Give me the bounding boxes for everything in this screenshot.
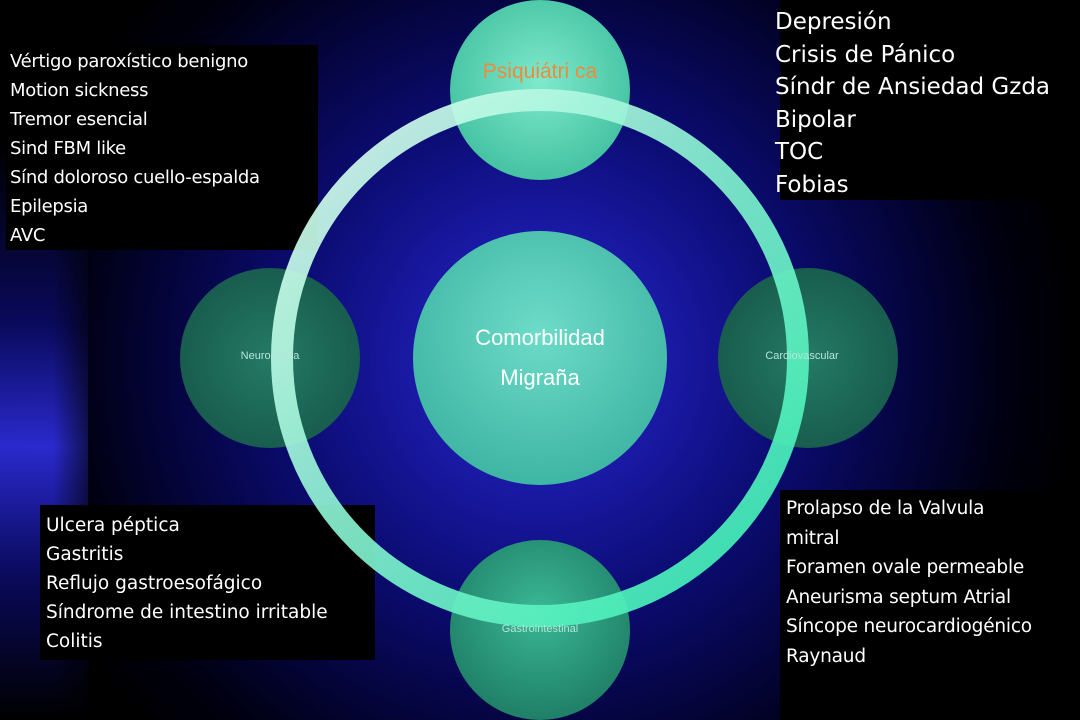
list-item: Bipolar — [775, 106, 856, 133]
list-item: TOC — [775, 139, 824, 165]
center-label-line2: Migraña — [500, 365, 580, 390]
psychiatric-text-box — [780, 0, 1080, 200]
list-item: Reflujo gastroesofágico — [46, 573, 263, 594]
node-label-gastrointestinal: Gastrointestinal — [501, 623, 579, 635]
node-gastrointestinal — [450, 540, 630, 720]
node-neurological — [180, 268, 360, 448]
list-item: Ulcera péptica — [46, 515, 180, 536]
list-item: Motion sickness — [10, 80, 149, 101]
list-item: Raynaud — [786, 645, 866, 667]
neurological-text-box — [6, 45, 318, 250]
gastrointestinal-text-box — [40, 505, 375, 660]
node-label-neurological: Neurológica — [240, 350, 300, 362]
list-item: Crisis de Pánico — [775, 41, 956, 68]
list-item: Vértigo paroxístico benigno — [10, 51, 248, 72]
list-item: Colitis — [46, 631, 103, 652]
list-item: Síncope neurocardiogénico — [786, 616, 1032, 637]
gastrointestinal-list: Ulcera péptica Gastritis Reflujo gastroe… — [46, 511, 328, 656]
node-label-cardiovascular: Cardiovascular — [765, 350, 839, 362]
list-item: Epilepsia — [10, 196, 89, 217]
list-item: Sind FBM like — [10, 138, 126, 159]
center-label: Comorbilidad Migraña — [420, 318, 660, 398]
list-item: AVC — [10, 225, 46, 246]
list-item: Prolapso de la Valvula — [786, 498, 985, 519]
center-node — [413, 231, 667, 485]
psychiatric-list: Depresión Crisis de Pánico Síndr de Ansi… — [775, 6, 1050, 201]
list-item: Depresión — [775, 9, 892, 35]
list-item: Sínd doloroso cuello-espalda — [10, 167, 260, 188]
neurological-list: Vértigo paroxístico benigno Motion sickn… — [10, 47, 260, 250]
list-item: Aneurisma septum Atrial — [786, 586, 1011, 608]
center-label-line1: Comorbilidad — [475, 325, 605, 350]
cardiovascular-list: Prolapso de la Valvula mitral Foramen ov… — [786, 494, 1032, 671]
list-item: Tremor esencial — [10, 109, 148, 130]
list-item: Síndrome de intestino irritable — [46, 602, 328, 623]
list-item: Gastritis — [46, 544, 124, 565]
node-label-psychiatric: Psiquiátri ca — [482, 60, 598, 83]
cardiovascular-text-box — [780, 490, 1080, 720]
list-item: mitral — [786, 527, 840, 549]
list-item: Foramen ovale permeable — [786, 557, 1025, 578]
list-item: Síndr de Ansiedad Gzda — [775, 74, 1051, 100]
outer-ring — [271, 89, 809, 627]
list-item: Fobias — [775, 171, 849, 198]
